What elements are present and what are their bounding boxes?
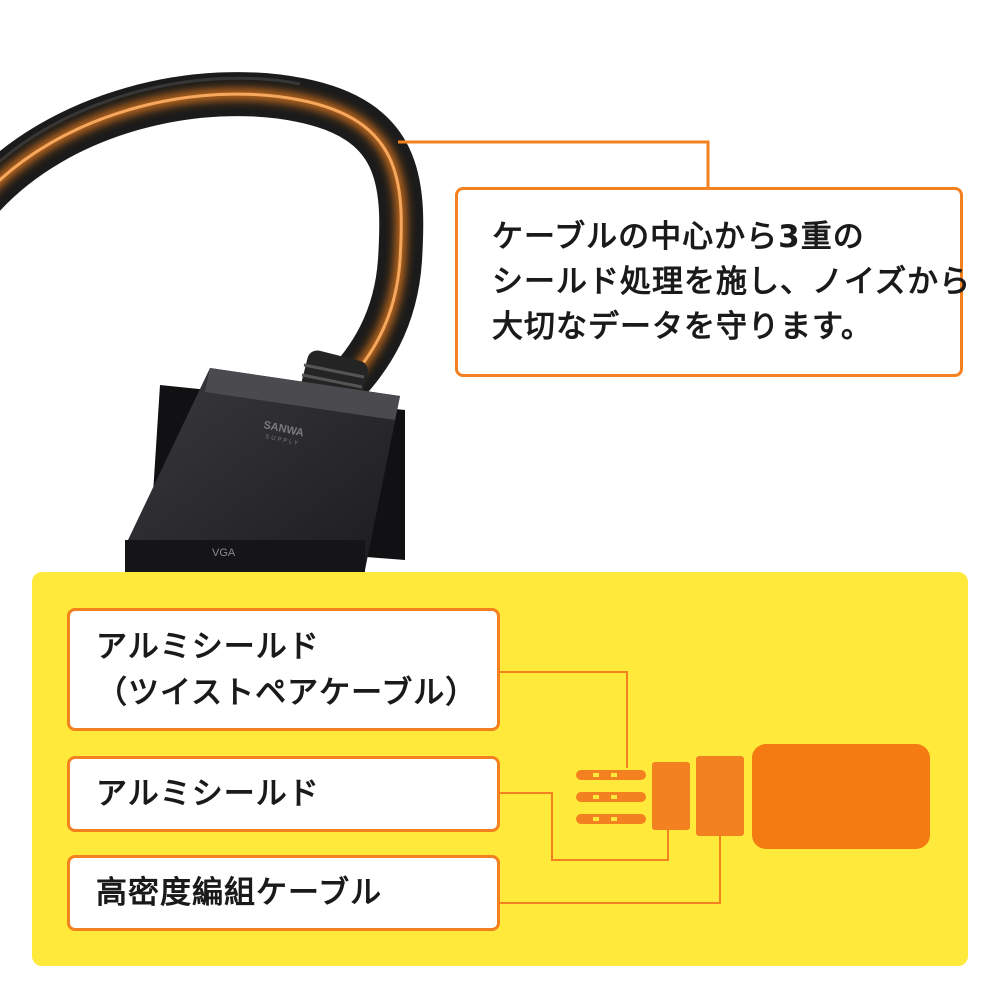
connector-label: VGA: [212, 547, 236, 559]
label-aluminum-twisted-line-1: アルミシールド: [96, 628, 320, 665]
product-photo: SANWA SUPPLY VGA: [0, 72, 424, 572]
callout-line-3: 大切なデータを守ります。: [492, 308, 873, 345]
leader-line-braided: [500, 836, 721, 904]
label-aluminum-twisted-line-2: （ツイストペアケーブル）: [96, 674, 478, 711]
leader-line-twisted: [500, 671, 628, 768]
callout-box: ケーブルの中心から3重の シールド処理を施し、ノイズから 大切なデータを守ります…: [455, 187, 970, 377]
leader-line-aluminum: [500, 792, 669, 861]
braided-shield-layer: [696, 756, 744, 836]
callout-text: ケーブルの中心から3重の シールド処理を施し、ノイズから 大切なデータを守ります…: [492, 215, 971, 350]
label-aluminum-text: アルミシールド: [96, 776, 320, 812]
twisted-pair-wires: [576, 770, 646, 824]
callout-leader-line: [398, 140, 710, 188]
callout-line-1: ケーブルの中心から3重の: [492, 218, 865, 255]
aluminum-shield-inner: [652, 762, 690, 830]
label-braided-text: 高密度編組ケーブル: [96, 875, 383, 911]
cable: [0, 72, 424, 412]
vga-connector: SANWA SUPPLY VGA: [125, 368, 405, 572]
label-aluminum-shield: アルミシールド: [67, 756, 500, 832]
outer-jacket: [752, 744, 930, 849]
label-braided-cable: 高密度編組ケーブル: [67, 855, 500, 931]
label-aluminum-shield-twisted: アルミシールド （ツイストペアケーブル）: [67, 608, 500, 731]
leader-lines: [500, 671, 721, 904]
callout-line-2: シールド処理を施し、ノイズから: [492, 263, 972, 300]
